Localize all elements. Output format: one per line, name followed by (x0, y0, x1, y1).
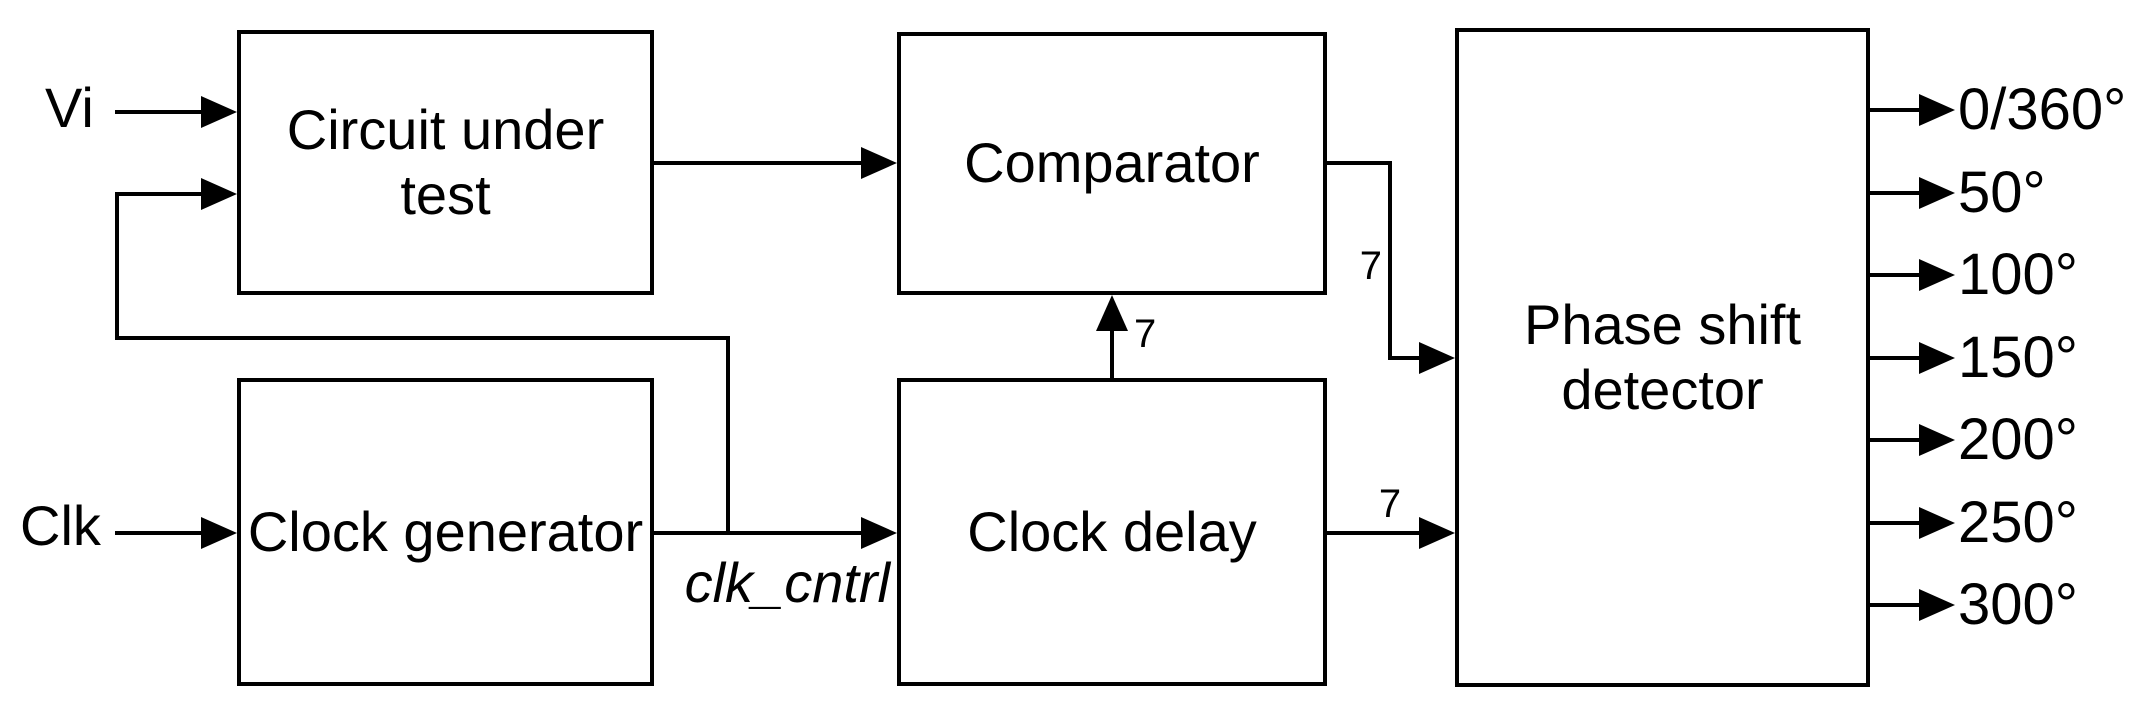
clock-generator-block: Clock generator (237, 378, 654, 686)
delay-to-comparator-arrowhead (1096, 295, 1128, 331)
output-arrowhead (1919, 94, 1955, 126)
output-label-150: 150° (1958, 325, 2078, 390)
clk-cntrl-signal-label: clk_cntrl (684, 551, 890, 614)
clk-input-arrow (115, 517, 237, 549)
circuit-to-comparator-arrowhead (861, 147, 897, 179)
vi-input-label: Vi (45, 76, 94, 139)
output-arrowhead (1919, 342, 1955, 374)
comparator-to-detector-arrowhead (1419, 342, 1455, 374)
output-arrow-100 (1870, 259, 1955, 291)
delay-to-detector-arrowhead (1419, 517, 1455, 549)
output-arrowhead (1919, 259, 1955, 291)
circuit-to-comparator-connector (654, 147, 897, 179)
clock-delay-block: Clock delay (897, 378, 1327, 686)
vi-input-arrowhead (201, 96, 237, 128)
delay-to-comparator-connector (1096, 295, 1128, 378)
clk-input-arrowhead (201, 517, 237, 549)
comparator-block: Comparator (897, 32, 1327, 295)
output-arrowhead (1919, 424, 1955, 456)
output-arrow-300 (1870, 589, 1955, 621)
clock-generator-label: Clock generator (247, 499, 644, 563)
output-label-300: 300° (1958, 572, 2078, 637)
comparator-label: Comparator (964, 131, 1260, 195)
output-arrow-200 (1870, 424, 1955, 456)
clk-input-label: Clk (20, 494, 101, 557)
phase-shift-detector-label: Phase shift detector (1523, 292, 1802, 421)
bus-width-delay-to-comparator-label: 7 (1134, 312, 1157, 356)
bus-width-delay-to-detector-label: 7 (1378, 482, 1402, 526)
output-arrow-150 (1870, 342, 1955, 374)
output-arrow-250 (1870, 507, 1955, 539)
clock-delay-label: Clock delay (967, 499, 1257, 563)
circuit-under-test-label: Circuit under test (286, 97, 605, 226)
output-label-200: 200° (1958, 407, 2078, 472)
output-arrowhead (1919, 507, 1955, 539)
output-arrow-0-360 (1870, 94, 1955, 126)
bus-width-comparator-to-detector-label: 7 (1359, 244, 1382, 288)
phase-shift-detector-block: Phase shift detector (1455, 28, 1870, 687)
generator-to-delay-connector (654, 517, 897, 549)
feedback-arrowhead (201, 178, 237, 210)
output-arrow-50 (1870, 177, 1955, 209)
generator-to-delay-arrowhead (861, 517, 897, 549)
output-label-100: 100° (1958, 242, 2078, 307)
output-arrowhead (1919, 177, 1955, 209)
output-label-50: 50° (1958, 160, 2046, 225)
output-label-0-360: 0/360° (1958, 77, 2127, 142)
output-arrowhead (1919, 589, 1955, 621)
circuit-under-test-block: Circuit under test (237, 30, 654, 295)
output-label-250: 250° (1958, 490, 2078, 555)
